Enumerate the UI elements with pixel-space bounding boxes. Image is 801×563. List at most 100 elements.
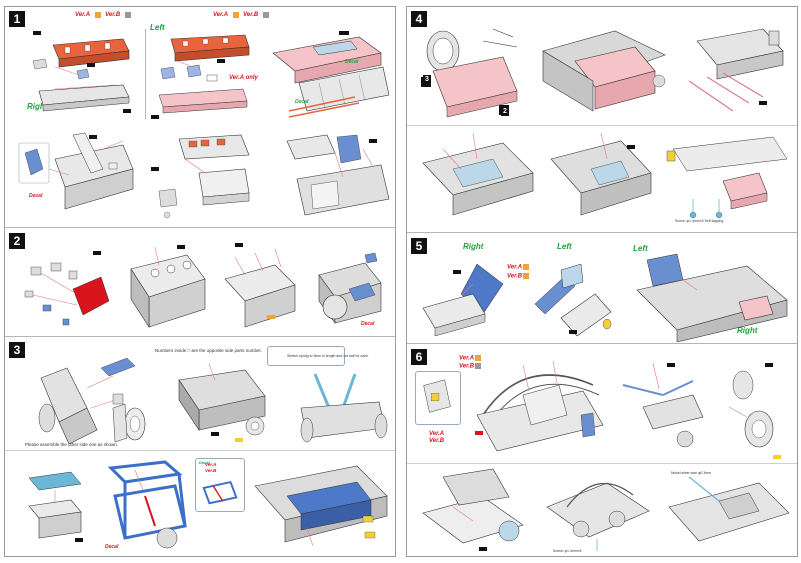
step-6-panel-rear-b: [537, 467, 657, 557]
step-5-panel-left-glass: [525, 254, 625, 340]
step-3-divider: [5, 450, 395, 451]
step-1-panel-right-side: [25, 23, 145, 123]
step-2-panel-engine: [115, 239, 215, 335]
step-2-gearbox-illustration: [318, 252, 382, 324]
step-3-version-callout-illustration: [202, 481, 238, 505]
step-4-panel-exhaust: [673, 21, 797, 121]
ver-b-label: Ver.B: [105, 12, 121, 18]
step-6-section: 6 Ver.A Ver.B Ver.A Ver.B: [407, 345, 797, 558]
step-1-version-labels-2: Ver.A Ver.B: [213, 12, 270, 18]
step-6-rear-b-illustration: [546, 482, 650, 551]
step-3-radiator-illustration: [28, 471, 83, 542]
ver-a-swatch-2: [233, 12, 240, 18]
step-5-section: 5 Right Left Left Right Ver.A Ver.B: [407, 234, 797, 344]
step-6-wire-note: Nickel silver wire φ0.3mm: [671, 471, 711, 475]
left-page: 1 Ver.A Ver.B Ver.A Ver.B Left Right Ver…: [4, 6, 396, 557]
step-3-subframe-illustration: [178, 363, 266, 442]
step-3-hub-left-illustration: [112, 403, 146, 443]
step-5-version-labels: Ver.A Ver.B: [507, 264, 530, 279]
step-6-ver-a-label-2: Ver.A: [429, 431, 445, 437]
ver-b-label-2: Ver.B: [243, 12, 259, 18]
step-5-left-label: Left: [557, 242, 572, 251]
step-5-left-glass-illustration: [534, 263, 612, 337]
step-6-panel-wheel: [713, 355, 797, 459]
step-6-ver-b-label-2: Ver.B: [429, 438, 445, 444]
step-2-badge: 2: [9, 233, 25, 249]
step-2-engine-illustration: [130, 245, 206, 329]
step-6-panel-rear-c: [659, 467, 797, 557]
step-3-ver-a-label: Ver.A: [205, 462, 217, 467]
step-3-ver-b-label: Ver.B: [205, 468, 217, 473]
step-4-bracket-illustration: [666, 136, 788, 219]
step-6-panel-rollcage: [463, 355, 613, 459]
step-4-exhaust-illustration: [688, 28, 784, 112]
step-5-badge: 5: [411, 238, 427, 254]
step-3-panel-hub-left: [105, 398, 165, 448]
step-4-intake-illustration: [421, 28, 518, 118]
step-3-version-callout: [195, 458, 245, 512]
step-6-version-labels: Ver.A Ver.B: [459, 355, 482, 369]
ver-b-swatch: [125, 12, 132, 18]
step-1-decal-label-2: Decal: [295, 99, 309, 105]
step-3-version-labels: Ver.A Ver.B: [205, 462, 216, 473]
step-3-decal-red-label: Decal: [105, 544, 119, 550]
step-6-ver-a-label: Ver.A: [459, 355, 475, 362]
step-5-left-label-2: Left: [633, 244, 648, 253]
step-1-seat-right-illustration: [286, 134, 390, 216]
step-5-ver-a-swatch: [523, 264, 530, 270]
step-2-decal-label: Decal: [361, 321, 375, 327]
step-1-panel-seat-middle: [145, 129, 273, 225]
step-1-decal-red-label: Decal: [29, 193, 43, 199]
step-6-panel-rear-a: [413, 467, 537, 557]
step-3-shocks-illustration: [300, 373, 388, 443]
step-4-section: 4 3 2: [407, 7, 797, 233]
step-4-screw-note: Screw: φ1.4mm×5 Self-tapping: [675, 219, 724, 223]
step-6-badge: 6: [411, 349, 427, 365]
step-1-panel-seat-right: [277, 129, 395, 225]
step-6-rear-a-illustration: [422, 468, 524, 551]
step-3-note-3: Stretch spring to 9mm in length and cut …: [287, 354, 370, 358]
step-3-section: 3 Numbers inside □ are the opposite side…: [5, 338, 395, 558]
step-4-panel-chassis-b: [541, 129, 661, 229]
step-2-parts-illustration: [24, 251, 110, 326]
step-1-version-labels: Ver.A Ver.B: [75, 12, 132, 18]
step-5-right-label-2: Right: [737, 326, 758, 335]
step-6-rollcage-illustration: [475, 360, 604, 452]
step-1-panel-assembly: [259, 23, 395, 123]
step-3-panel-frame-blue: [95, 456, 195, 554]
step-2-panel-parts: [13, 239, 113, 335]
step-1-divider: [145, 29, 146, 119]
right-page: 4 3 2: [406, 6, 798, 557]
step-6-rear-c-illustration: [668, 476, 790, 542]
step-6-panel-suspension: [613, 355, 713, 459]
step-1-panel-left-side: [147, 29, 257, 123]
step-6-detail-callout-illustration: [423, 379, 451, 413]
step-5-ver-a-label: Ver.A: [507, 264, 523, 271]
step-4-divider: [407, 125, 797, 126]
step-1-left-label: Left: [150, 23, 165, 32]
step-5-panel-right-glass: [413, 254, 523, 340]
step-1-ver-a-only-label: Ver.A only: [229, 75, 258, 81]
step-5-ver-b-swatch: [523, 272, 530, 279]
step-2-panel-gearbox: [305, 239, 395, 335]
step-1-section: 1 Ver.A Ver.B Ver.A Ver.B Left Right Ver…: [5, 7, 395, 228]
step-3-note-2: Please assemble the other side one as sh…: [25, 442, 119, 447]
step-3-panel-chassis-blue: [247, 456, 395, 554]
step-6-version-labels-2: Ver.A Ver.B: [429, 431, 444, 444]
ver-a-label: Ver.A: [75, 12, 91, 18]
step-3-panel-shocks: [285, 368, 395, 448]
step-4-panel-engine-pink: [535, 21, 673, 121]
ver-b-swatch-2: [263, 12, 270, 18]
step-3-note-1: Numbers inside □ are the opposite side p…: [155, 348, 263, 353]
step-4-sub-badge-2: 2: [501, 107, 509, 116]
step-6-wheel-illustration: [728, 363, 781, 459]
step-3-panel-radiator: [15, 458, 95, 554]
ver-a-label-2: Ver.A: [213, 12, 229, 18]
step-2-panel-block: [215, 239, 305, 335]
step-4-panel-chassis-a: [413, 129, 541, 229]
step-4-sub-badge-3: 3: [423, 75, 431, 84]
step-5-body-illustration: [636, 253, 788, 342]
step-3-panel-subframe: [165, 360, 275, 446]
step-6-divider: [407, 463, 797, 464]
step-2-block-illustration: [224, 243, 296, 328]
